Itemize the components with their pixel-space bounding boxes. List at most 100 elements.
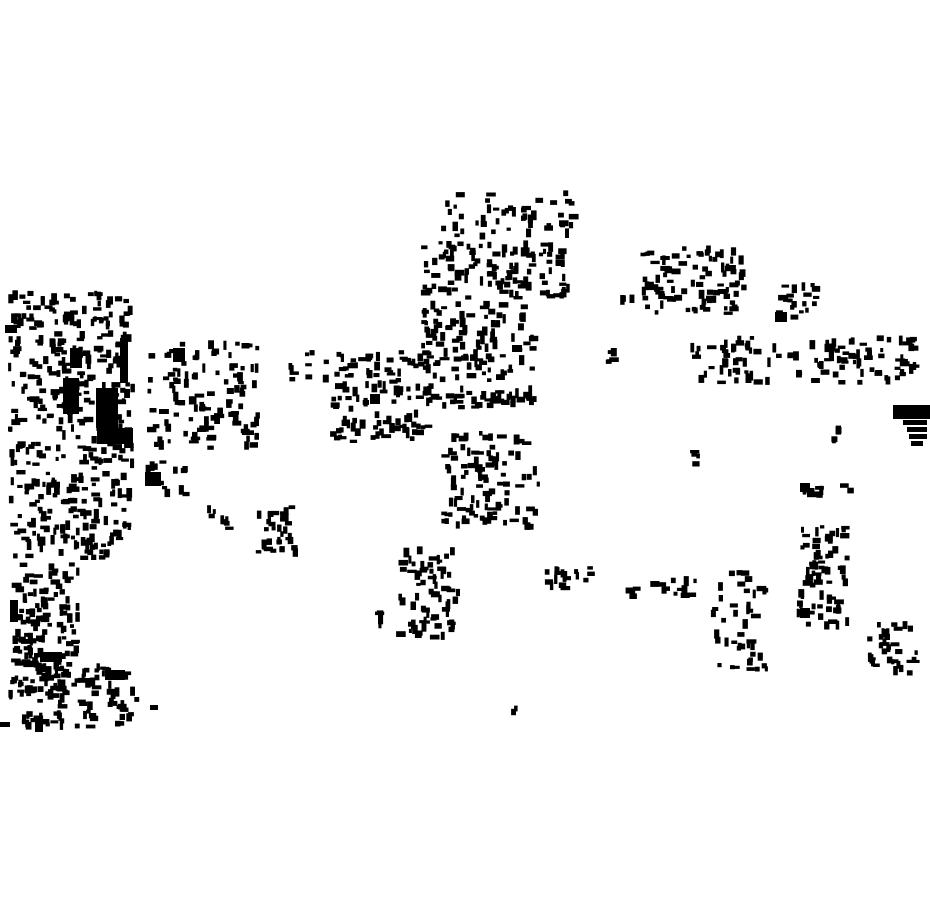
- building: [53, 592, 58, 597]
- building: [374, 361, 380, 371]
- building: [515, 388, 519, 399]
- building: [423, 261, 429, 268]
- building: [728, 570, 735, 577]
- building: [729, 282, 739, 288]
- building: [283, 526, 288, 534]
- building: [238, 403, 244, 410]
- building: [41, 672, 46, 679]
- building: [366, 370, 373, 379]
- building: [471, 252, 475, 262]
- building: [70, 348, 82, 368]
- building: [546, 259, 553, 264]
- building: [909, 369, 914, 374]
- building: [721, 262, 725, 273]
- building: [747, 658, 753, 666]
- building: [428, 397, 433, 403]
- building: [474, 359, 478, 368]
- building: [164, 419, 169, 426]
- building: [76, 567, 80, 576]
- building: [685, 307, 691, 313]
- building: [90, 477, 100, 482]
- building: [713, 289, 720, 296]
- building: [130, 445, 134, 452]
- building: [173, 391, 179, 402]
- building: [220, 515, 225, 525]
- building: [666, 279, 674, 283]
- building: [97, 336, 103, 340]
- building: [447, 280, 455, 285]
- building: [348, 405, 354, 412]
- building: [492, 456, 497, 467]
- building: [66, 671, 71, 678]
- building: [31, 619, 39, 625]
- building: [730, 268, 737, 275]
- building: [531, 210, 537, 221]
- building: [548, 267, 552, 275]
- building: [26, 662, 35, 668]
- building: [50, 535, 55, 545]
- building: [13, 351, 19, 358]
- building: [710, 609, 716, 618]
- building: [502, 314, 506, 324]
- building: [750, 613, 761, 619]
- building: [51, 568, 58, 576]
- building: [767, 357, 771, 368]
- building: [446, 465, 452, 474]
- building: [659, 582, 667, 587]
- building: [35, 720, 43, 732]
- building: [96, 388, 118, 428]
- building: [74, 678, 81, 683]
- building: [728, 369, 732, 377]
- building: [554, 571, 561, 575]
- building: [721, 349, 729, 354]
- building: [339, 353, 344, 358]
- building: [243, 424, 249, 432]
- building: [607, 350, 615, 354]
- building: [455, 393, 465, 399]
- building: [484, 343, 489, 352]
- building: [88, 400, 95, 405]
- building: [908, 343, 915, 352]
- building: [538, 252, 544, 257]
- building: [89, 677, 96, 687]
- building: [820, 369, 830, 375]
- building: [748, 608, 754, 613]
- building: [817, 604, 823, 609]
- building: [191, 396, 197, 405]
- building: [878, 353, 885, 359]
- building: [707, 345, 717, 350]
- building: [434, 581, 438, 589]
- building: [37, 686, 44, 692]
- building: [898, 664, 904, 673]
- building: [204, 416, 209, 425]
- building: [17, 528, 27, 534]
- building: [79, 420, 85, 426]
- building: [250, 421, 257, 428]
- building: [434, 623, 442, 629]
- building: [393, 385, 400, 396]
- building: [826, 606, 832, 613]
- building: [481, 371, 486, 376]
- building: [415, 383, 421, 391]
- building: [706, 295, 713, 301]
- building: [813, 579, 823, 585]
- building: [127, 305, 133, 315]
- building: [120, 494, 128, 498]
- building: [62, 690, 70, 696]
- building: [188, 396, 193, 405]
- building: [68, 508, 74, 514]
- building: [444, 512, 450, 517]
- building: [55, 583, 63, 589]
- building: [25, 447, 30, 455]
- building: [462, 515, 467, 521]
- building: [828, 550, 834, 558]
- building: [277, 524, 282, 532]
- building: [120, 700, 125, 709]
- building: [106, 349, 112, 358]
- building: [892, 659, 899, 664]
- building: [629, 294, 635, 303]
- building: [97, 346, 102, 353]
- building: [812, 537, 821, 544]
- building: [523, 276, 529, 283]
- building: [824, 566, 831, 575]
